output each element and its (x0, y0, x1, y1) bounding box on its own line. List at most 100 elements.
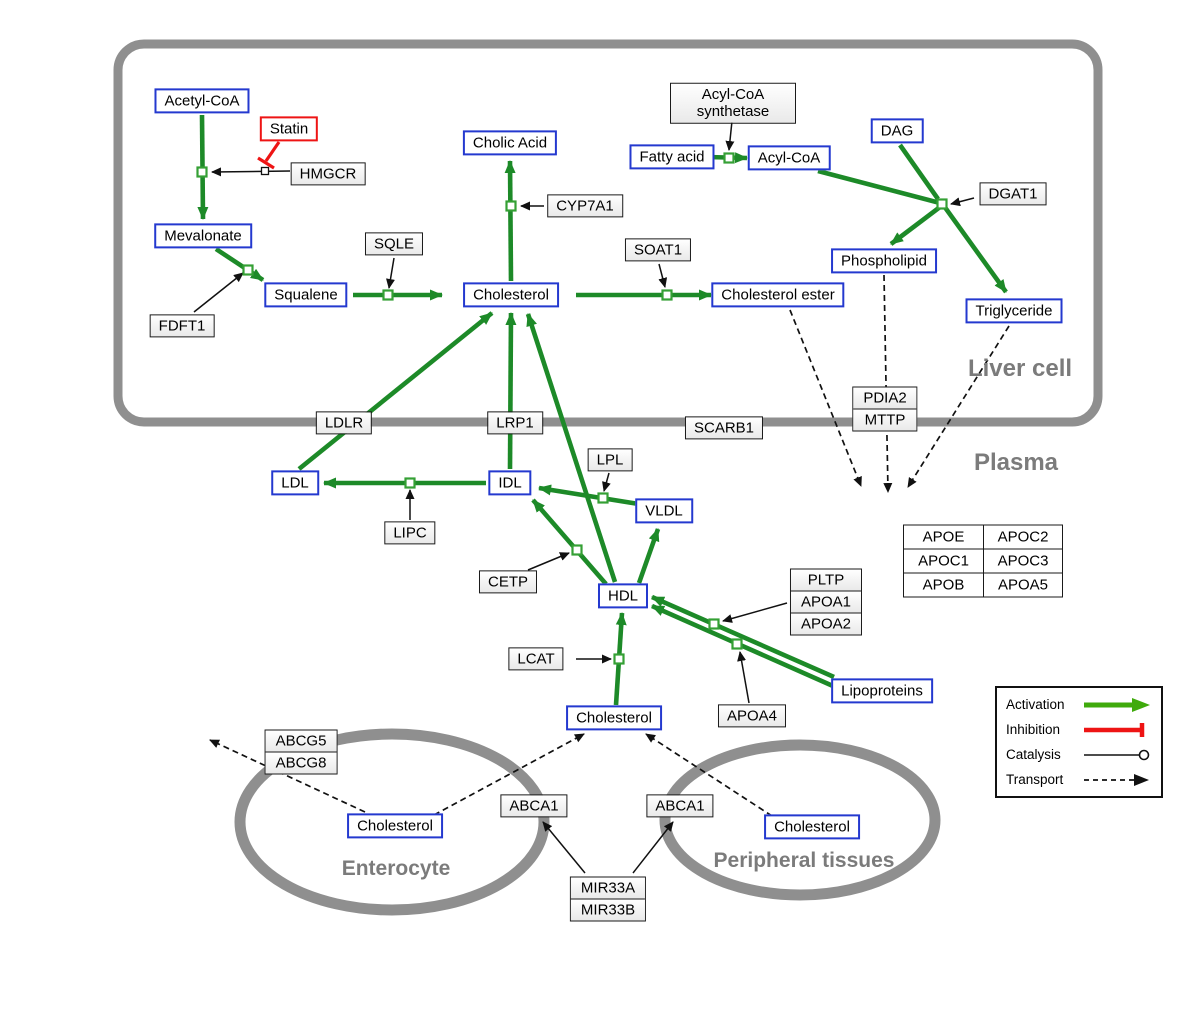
edge-mevalonate-to-squalene (214, 247, 265, 282)
edge-hdl-to-liver-cholesterol (525, 313, 618, 583)
reaction-node-pltp (708, 618, 720, 630)
regulation-mir33-abca1-right (632, 821, 674, 874)
edge-ldl-to-liver-cholesterol (297, 311, 494, 471)
liver-cell-compartment (113, 39, 1103, 427)
reaction-node-soat1 (661, 289, 673, 301)
reaction-node-acs (723, 152, 735, 164)
group-abcg5-abcg8: ABCG5 ABCG8 (264, 729, 338, 775)
activation-arrow-icon (1084, 697, 1150, 712)
reaction-node-fdft1 (242, 264, 254, 276)
reaction-node-lcat (613, 653, 625, 665)
node-cholesterol-liver[interactable]: Cholesterol (463, 282, 559, 308)
catalysis-circle-icon (1084, 749, 1150, 760)
node-hdl[interactable]: HDL (597, 583, 649, 609)
catalysis-lpl (602, 472, 611, 492)
edge-vldl-to-idl (538, 484, 640, 507)
node-apob[interactable]: APOB (904, 572, 983, 597)
node-abcg8[interactable]: ABCG8 (265, 751, 337, 774)
edge-dgat-node-to-triglyceride (942, 204, 1008, 294)
node-squalene[interactable]: Squalene (264, 282, 348, 308)
catalysis-soat1 (658, 263, 668, 288)
catalysis-anchor-square (260, 166, 270, 176)
edge-dgat-node-to-phospholipid (889, 205, 942, 246)
reaction-node-dgat1 (936, 198, 948, 210)
node-abcg5[interactable]: ABCG5 (265, 730, 337, 752)
legend-row-catalysis: Catalysis (999, 743, 1159, 767)
node-lpl[interactable]: LPL (587, 448, 633, 472)
node-pdia2[interactable]: PDIA2 (853, 387, 917, 409)
transport-enterocyte-cholesterol-to-plasma (433, 733, 585, 816)
reaction-node-apoa4 (731, 638, 743, 650)
node-acetyl-coa[interactable]: Acetyl-CoA (154, 88, 250, 114)
transport-peripheral-cholesterol-to-plasma (645, 733, 773, 817)
node-ldlr[interactable]: LDLR (315, 411, 373, 435)
group-mir33a-mir33b: MIR33A MIR33B (569, 876, 647, 922)
node-fdft1[interactable]: FDFT1 (149, 314, 215, 338)
node-cholic-acid[interactable]: Cholic Acid (462, 130, 558, 156)
node-apoc2[interactable]: APOC2 (983, 525, 1062, 549)
node-acyl-coa-synthetase[interactable]: Acyl-CoA synthetase (670, 82, 796, 124)
node-apoc1[interactable]: APOC1 (904, 548, 983, 573)
node-cholesterol-peripheral[interactable]: Cholesterol (764, 814, 860, 840)
node-mir33a[interactable]: MIR33A (570, 877, 646, 899)
edge-lipoproteins-to-hdl-lower (651, 603, 843, 693)
node-cholesterol-plasma[interactable]: Cholesterol (566, 705, 662, 731)
node-cyp7a1[interactable]: CYP7A1 (547, 194, 623, 218)
node-lipc[interactable]: LIPC (384, 521, 436, 545)
node-ldl[interactable]: LDL (271, 470, 319, 496)
node-cholesterol-enterocyte[interactable]: Cholesterol (347, 813, 443, 839)
node-cholesterol-ester[interactable]: Cholesterol ester (711, 282, 845, 308)
legend-label-catalysis: Catalysis (1006, 747, 1061, 762)
node-lcat[interactable]: LCAT (508, 647, 564, 671)
node-dag[interactable]: DAG (870, 118, 924, 144)
legend-row-inhibition: Inhibition (999, 718, 1159, 742)
edge-dag-to-dgat-node (898, 143, 940, 201)
legend-label-transport: Transport (1006, 772, 1064, 787)
label-liver-cell: Liver cell (967, 355, 1073, 382)
group-pltp-apoa1-apoa2: PLTP APOA1 APOA2 (789, 568, 863, 636)
node-triglyceride[interactable]: Triglyceride (965, 298, 1063, 324)
legend-label-activation: Activation (1006, 697, 1065, 712)
catalysis-sqle (386, 257, 395, 289)
acs-line1: Acyl-CoA (701, 85, 765, 103)
node-apoc3[interactable]: APOC3 (983, 548, 1062, 573)
catalysis-acyl-coa-synthetase (725, 120, 735, 151)
acs-line2: synthetase (696, 103, 770, 120)
node-mir33b[interactable]: MIR33B (570, 898, 646, 921)
node-abca1-peripheral[interactable]: ABCA1 (646, 794, 714, 818)
transport-cholesterol-biliary-excretion (209, 739, 366, 813)
peripheral-tissues-compartment (659, 739, 941, 901)
node-sqle[interactable]: SQLE (364, 232, 424, 256)
transport-phospholipid-to-plasma (883, 274, 893, 493)
edge-lipoproteins-to-hdl-upper (651, 594, 835, 680)
node-dgat1[interactable]: DGAT1 (979, 182, 1047, 206)
node-apoa2[interactable]: APOA2 (790, 612, 862, 635)
node-soat1[interactable]: SOAT1 (624, 238, 692, 262)
node-scarb1[interactable]: SCARB1 (684, 416, 764, 440)
node-idl[interactable]: IDL (488, 470, 532, 496)
node-mttp[interactable]: MTTP (853, 408, 917, 431)
node-vldl[interactable]: VLDL (635, 498, 693, 524)
node-abca1-enterocyte[interactable]: ABCA1 (500, 794, 568, 818)
node-lrp1[interactable]: LRP1 (487, 411, 543, 435)
node-mevalonate[interactable]: Mevalonate (154, 223, 252, 249)
node-apoa5[interactable]: APOA5 (983, 572, 1062, 597)
node-cetp[interactable]: CETP (478, 570, 538, 594)
catalysis-apoa4 (737, 651, 750, 704)
node-pltp[interactable]: PLTP (790, 569, 862, 591)
node-hmgcr[interactable]: HMGCR (290, 162, 366, 186)
node-fatty-acid[interactable]: Fatty acid (629, 144, 715, 170)
node-apoa1[interactable]: APOA1 (790, 590, 862, 613)
node-acyl-coa[interactable]: Acyl-CoA (747, 145, 831, 171)
inhibition-tee-icon (1084, 722, 1145, 737)
catalysis-cetp (527, 552, 570, 571)
node-lipoproteins[interactable]: Lipoproteins (831, 678, 933, 704)
node-statin[interactable]: Statin (259, 116, 319, 142)
edge-idl-to-liver-cholesterol (505, 312, 517, 470)
edge-hdl-to-idl (531, 498, 608, 586)
node-apoe[interactable]: APOE (904, 525, 983, 549)
node-apoa4[interactable]: APOA4 (717, 704, 787, 728)
node-phospholipid[interactable]: Phospholipid (831, 248, 937, 274)
catalysis-hmgcr (211, 167, 291, 177)
